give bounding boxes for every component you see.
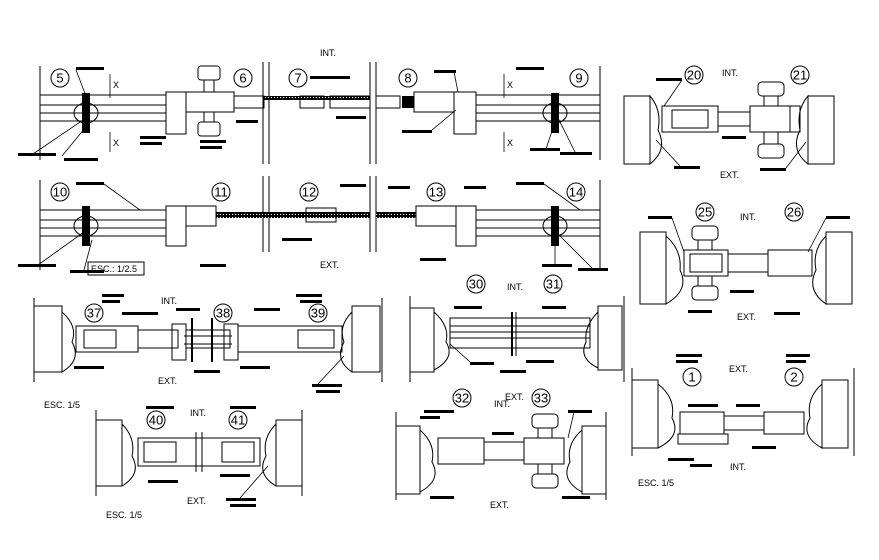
detail-number: 33 — [534, 391, 548, 406]
detail-number: 30 — [469, 277, 483, 292]
exterior-label: EXT. — [490, 500, 509, 510]
scale-label: ESC. 1/5 — [106, 510, 142, 520]
exterior-label: EXT. — [729, 364, 748, 374]
detail-number: 10 — [53, 185, 67, 200]
scale-label: ESC.: 1/2.5 — [91, 264, 137, 274]
detail-number: 13 — [429, 185, 443, 200]
interior-label: INT. — [740, 212, 756, 222]
detail-number: 31 — [546, 277, 560, 292]
section-40-41: 40 41 INT. EXT. ESC. 1/5 — [95, 406, 303, 520]
interior-label: INT. — [494, 399, 510, 409]
detail-number: 41 — [231, 413, 245, 428]
detail-number: 38 — [216, 306, 230, 321]
detail-number: 25 — [698, 205, 712, 220]
section-37-39: 37 38 39 INT. EXT. ESC. 1/5 — [33, 294, 383, 410]
exterior-label: EXT. — [720, 170, 739, 180]
axis-x-label: X — [113, 138, 119, 148]
section-32-33: 32 33 INT. EXT. — [395, 388, 607, 510]
section-1-2: 1 2 EXT. INT. ESC. 1/5 — [631, 354, 855, 488]
detail-number: 32 — [455, 391, 469, 406]
detail-number: 37 — [87, 306, 101, 321]
detail-number: 9 — [575, 71, 582, 86]
detail-number: 14 — [569, 185, 583, 200]
exterior-label: EXT. — [320, 260, 339, 270]
interior-label: INT. — [320, 48, 336, 58]
axis-x-label: X — [507, 80, 513, 90]
axis-x-label: X — [113, 80, 119, 90]
detail-number: 7 — [294, 71, 301, 86]
scale-label: ESC. 1/5 — [638, 478, 674, 488]
interior-label: INT. — [161, 296, 177, 306]
interior-label: INT. — [507, 282, 523, 292]
exterior-label: EXT. — [158, 376, 177, 386]
axis-x-label: X — [507, 138, 513, 148]
exterior-label: EXT. — [505, 392, 524, 402]
interior-label: INT. — [190, 408, 206, 418]
detail-number: 12 — [302, 185, 316, 200]
section-row-10-14: 10 11 12 13 14 ESC.: 1/2.5 EXT. — [18, 176, 608, 276]
section-30-31: 30 31 INT. EXT. — [409, 274, 625, 402]
scale-label: ESC. 1/5 — [44, 400, 80, 410]
section-row-5-9: 5 6 7 8 9 INT. X X X X — [18, 48, 601, 164]
section-25-26: 25 26 INT. EXT. — [639, 202, 853, 322]
interior-label: INT. — [722, 68, 738, 78]
detail-number: 8 — [404, 71, 411, 86]
detail-number: 40 — [149, 413, 163, 428]
interior-label: INT. — [730, 462, 746, 472]
detail-number: 1 — [688, 370, 695, 385]
detail-number: 2 — [790, 370, 797, 385]
section-20-21: 20 21 INT. EXT. — [623, 65, 835, 180]
detail-number: 5 — [56, 71, 63, 86]
detail-number: 21 — [793, 68, 807, 83]
detail-number: 6 — [239, 71, 246, 86]
exterior-label: EXT. — [187, 496, 206, 506]
detail-number: 26 — [787, 205, 801, 220]
detail-number: 39 — [311, 306, 325, 321]
exterior-label: EXT. — [737, 312, 756, 322]
detail-number: 11 — [214, 185, 228, 200]
detail-number: 20 — [687, 68, 701, 83]
